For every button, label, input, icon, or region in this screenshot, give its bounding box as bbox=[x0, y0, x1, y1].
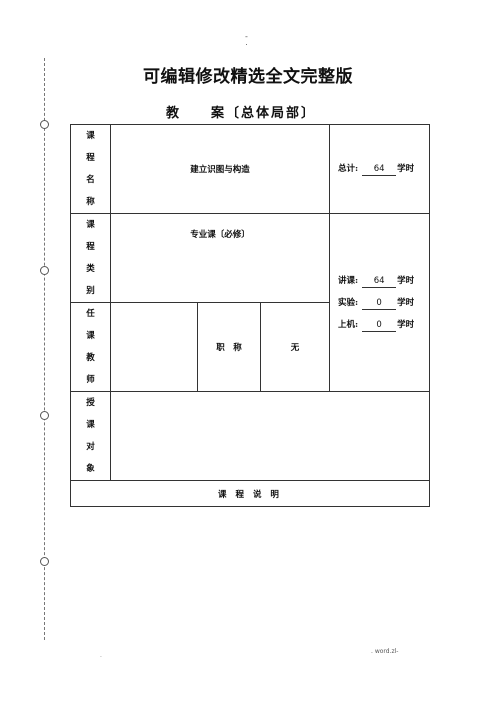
teacher-label: 任 课 教 师 bbox=[70, 302, 111, 392]
binding-hole-icon bbox=[40, 120, 49, 129]
top-mark: - . bbox=[245, 32, 248, 47]
unit-label: 学时 bbox=[397, 297, 415, 308]
top-mark-dash: - bbox=[245, 32, 248, 41]
course-name-value: 建立识图与构造 bbox=[110, 124, 330, 214]
lecture-hours-label: 讲课: bbox=[338, 275, 359, 286]
teacher-name-value bbox=[110, 302, 198, 392]
binding-hole-icon bbox=[40, 266, 49, 275]
title-value: 无 bbox=[260, 302, 330, 392]
document-title: 教 案〔总体局部〕 bbox=[166, 106, 317, 121]
page-heading: 可编辑修改精选全文完整版 bbox=[143, 67, 353, 87]
course-type-value: 专业课〔必修〕 bbox=[110, 213, 330, 303]
title-label: 职 称 bbox=[197, 302, 261, 392]
unit-label: 学时 bbox=[397, 275, 415, 286]
audience-value bbox=[110, 391, 430, 481]
top-mark-dot: . bbox=[245, 38, 248, 47]
course-description-label: 课 程 说 明 bbox=[70, 480, 430, 507]
course-name-label: 课 程 名 称 bbox=[70, 124, 111, 214]
table-row: 课 程 说 明 bbox=[70, 480, 430, 507]
computer-hours-value: 0 bbox=[362, 320, 397, 332]
footer-watermark: . word.zl- bbox=[371, 648, 399, 655]
lab-hours-value: 0 bbox=[362, 298, 397, 310]
lab-hours-label: 实验: bbox=[338, 297, 359, 308]
computer-hours-label: 上机: bbox=[338, 319, 359, 330]
table-row: 授 课 对 象 bbox=[70, 391, 430, 481]
unit-label: 学时 bbox=[397, 164, 415, 174]
audience-label: 授 课 对 象 bbox=[70, 391, 111, 481]
total-hours-label: 总计: bbox=[338, 164, 359, 174]
binding-hole-icon bbox=[40, 411, 49, 420]
binding-hole-icon bbox=[40, 557, 49, 566]
course-type-label: 课 程 类 别 bbox=[70, 213, 111, 303]
unit-label: 学时 bbox=[397, 319, 415, 330]
table-row: 任 课 教 师 职 称 无 bbox=[70, 302, 430, 392]
binding-line bbox=[44, 58, 45, 640]
footer-left-mark: . bbox=[100, 652, 102, 659]
total-hours-value: 64 bbox=[362, 164, 397, 176]
lecture-hours-value: 64 bbox=[362, 276, 397, 288]
